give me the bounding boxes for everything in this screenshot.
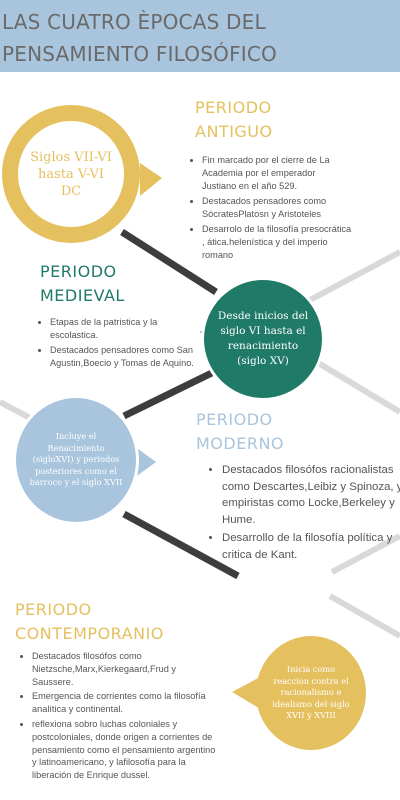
antiguo-bubble-pointer (140, 163, 162, 196)
list-item: Desarrollo de la filosofía política y cr… (222, 530, 400, 563)
antiguo-date-text: Siglos VII-VI hasta V-VI DC (30, 149, 112, 199)
header-banner: LAS CUATRO ÈPOCAS DEL PENSAMIENTO FILOSÓ… (0, 0, 400, 72)
contemporaneo-date-bubble: Inicia como reaccion contra el racionali… (256, 636, 366, 750)
connector-dark-1 (120, 229, 218, 295)
list-item: reflexiona sobro luchas coloniales y pos… (32, 718, 218, 782)
list-item: Destacados pensadores como SócratesPlato… (202, 195, 352, 221)
contemporaneo-bubble-pointer (232, 676, 262, 710)
antiguo-bullet-list: Fin marcado por el cierre de La Academia… (190, 154, 352, 264)
connector-light-upper (308, 249, 400, 303)
medieval-bullet-list: Etapas de la patristica y la escolastica… (38, 316, 198, 372)
list-item: Desarrolo de la filosofía presocrática ,… (202, 223, 352, 262)
contemporaneo-bullet-list: Destacados filosófos como Nietzsche,Marx… (20, 650, 218, 784)
list-item: Emergencia de corrientes como la filosof… (32, 690, 218, 716)
antiguo-date-bubble: Siglos VII-VI hasta V-VI DC (2, 105, 140, 243)
antiguo-heading: PERIODO ANTIGUO (195, 98, 273, 141)
connector-dark-3 (122, 510, 240, 580)
moderno-date-bubble: Incluye el Renacimiento (sigloXVI) y per… (16, 398, 136, 522)
connector-light-left (0, 399, 32, 421)
list-item: Etapas de la patristica y la escolastica… (50, 316, 198, 342)
list-item: Fin marcado por el cierre de La Academia… (202, 154, 352, 193)
medieval-heading: PERIODO MEDIEVAL (40, 262, 125, 305)
moderno-bullet-list: Destacados filosófos racionalistas como … (210, 462, 400, 565)
contemporaneo-heading: PERIODO CONTEMPORANIO (15, 600, 164, 643)
moderno-bubble-pointer (134, 446, 156, 478)
connector-dark-2 (122, 362, 228, 420)
connector-light-lower-right (330, 533, 400, 575)
medieval-date-text: Desde inicios del siglo VI hasta el rena… (217, 310, 309, 367)
list-item: Destacados pensadores como San Agustin,B… (50, 344, 198, 370)
moderno-date-text: Incluye el Renacimiento (sigloXVI) y per… (29, 431, 123, 488)
contemporaneo-date-text: Inicia como reaccion contra el racionali… (272, 664, 350, 721)
medieval-date-bubble: Desde inicios del siglo VI hasta el rena… (204, 280, 322, 398)
moderno-heading: PERIODO MODERNO (196, 410, 285, 453)
page-title: LAS CUATRO ÈPOCAS DEL PENSAMIENTO FILOSÓ… (2, 10, 277, 66)
list-item: Destacados filosófos racionalistas como … (222, 462, 400, 528)
connector-light-bottom-right (328, 593, 400, 639)
list-item: Destacados filosófos como Nietzsche,Marx… (32, 650, 218, 688)
